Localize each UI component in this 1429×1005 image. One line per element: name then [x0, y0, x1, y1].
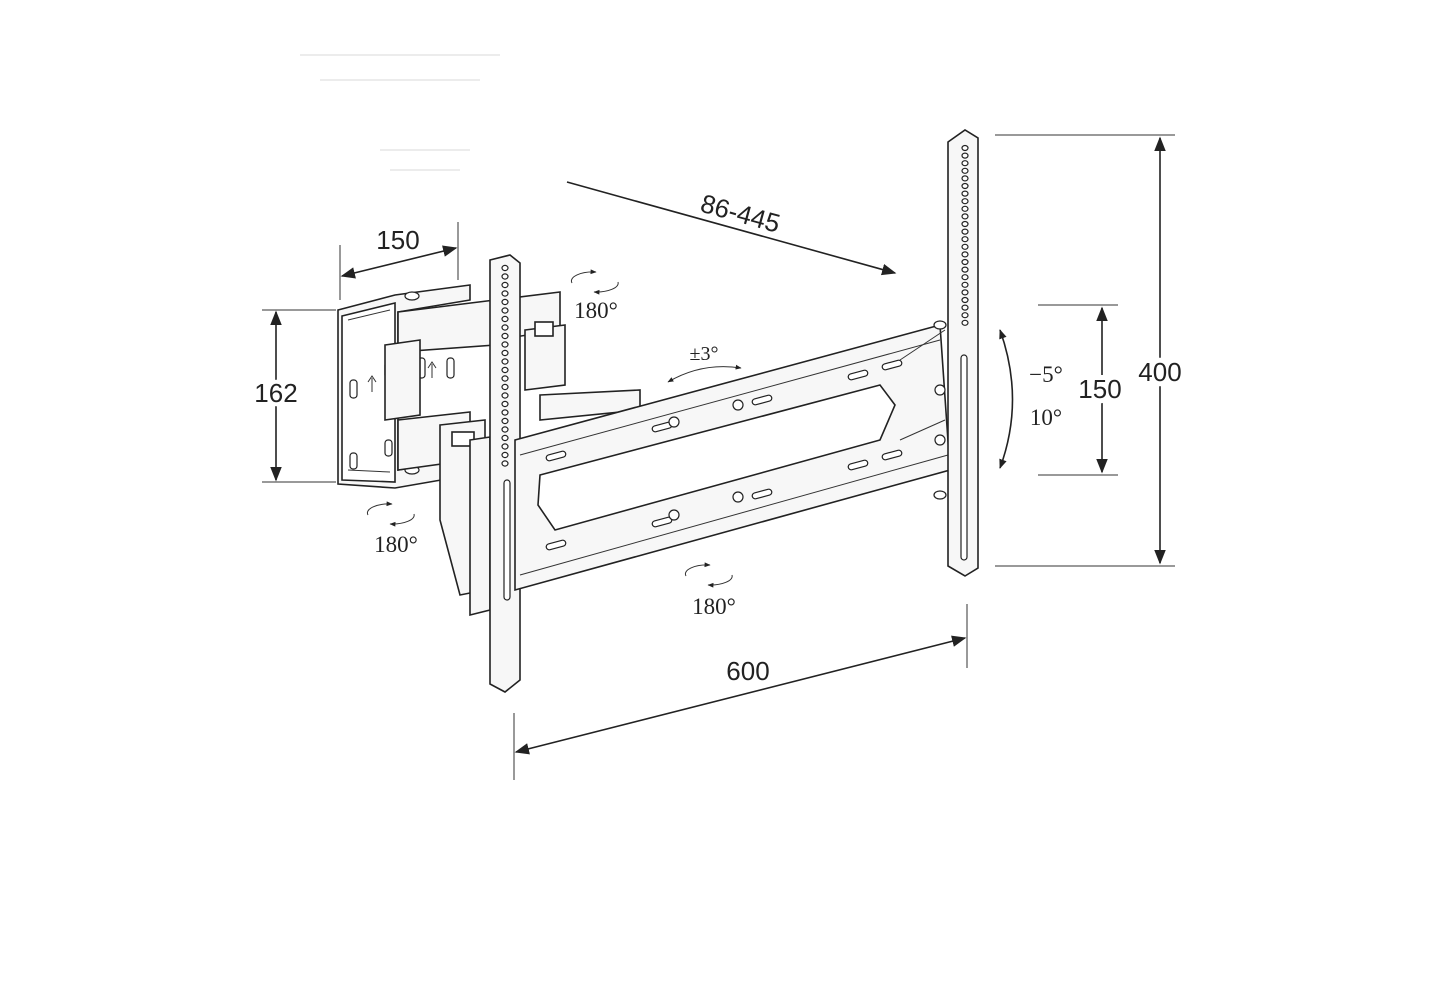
rotation-indicator-plate: 180°	[684, 562, 736, 619]
mounting-hole	[961, 319, 969, 326]
level-adjust-indicator: ±3°	[667, 343, 742, 383]
background-ghost	[300, 54, 500, 171]
mounting-hole	[501, 298, 509, 306]
dim-400-height: 400	[995, 134, 1187, 567]
dim-label-600: 600	[726, 656, 769, 686]
mounting-hole	[501, 460, 509, 467]
mounting-hole	[501, 264, 509, 272]
mounting-hole	[501, 417, 509, 425]
mounting-hole	[961, 296, 969, 304]
mounting-hole	[501, 315, 509, 323]
mounting-hole	[961, 289, 969, 296]
rotation-label-bottom: 180°	[374, 532, 418, 557]
dim-600-width: 600	[513, 604, 968, 780]
mounting-hole	[961, 213, 969, 220]
mounting-hole	[501, 281, 509, 289]
up-arrow-icon	[367, 375, 377, 392]
up-arrow-icon	[427, 361, 437, 378]
mounting-hole	[501, 273, 509, 280]
rotation-arrow-icon	[684, 562, 733, 588]
mounting-hole	[961, 182, 969, 190]
mounting-hole	[501, 366, 509, 374]
rotation-arrow-icon	[366, 501, 415, 527]
beam-slot	[881, 449, 903, 461]
mounting-hole	[501, 324, 509, 331]
rotation-arrow-icon	[570, 269, 619, 295]
mounting-hole	[961, 167, 969, 174]
left-vertical-strip	[489, 254, 521, 693]
beam-slot	[847, 459, 869, 471]
dim-label-150-depth: 150	[376, 225, 419, 255]
mounting-hole	[501, 400, 509, 408]
mounting-hole	[961, 144, 969, 152]
mounting-hole	[961, 258, 969, 266]
beam-slot	[545, 450, 567, 462]
mounting-hole	[961, 281, 969, 288]
mounting-hole	[961, 228, 969, 235]
dim-162-height: 162	[250, 309, 336, 483]
mounting-hole	[501, 434, 509, 442]
mounting-hole	[961, 266, 969, 273]
dim-150-depth: 150	[339, 222, 459, 300]
mounting-hole	[501, 349, 509, 357]
mounting-hole	[501, 383, 509, 391]
beam-slot	[545, 539, 567, 551]
mounting-hole	[501, 307, 509, 314]
mounting-hole	[961, 274, 969, 281]
mounting-hole	[501, 358, 509, 365]
tilt-indicator: −5° 10°	[999, 329, 1063, 469]
rotation-label-top: 180°	[574, 298, 618, 323]
dim-label-162: 162	[254, 378, 297, 408]
rotation-indicator-bottom: 180°	[366, 501, 418, 557]
mounting-hole	[961, 236, 969, 243]
mounting-hole	[961, 251, 969, 258]
level-adjust-label: ±3°	[690, 343, 719, 365]
rotation-indicator-top: 180°	[570, 269, 619, 323]
mounting-hole	[961, 190, 969, 197]
mounting-hole	[501, 392, 509, 399]
dim-86-445-extension: 86-445	[566, 181, 897, 276]
mounting-hole	[501, 426, 509, 433]
mounting-hole	[961, 198, 969, 205]
rotation-arrow-icon	[667, 364, 742, 383]
mounting-hole	[961, 175, 969, 182]
mounting-hole	[501, 375, 509, 382]
tilt-up-label: −5°	[1029, 362, 1063, 387]
mounting-hole	[961, 304, 969, 311]
beam-slot	[751, 394, 773, 406]
tilt-down-label: 10°	[1030, 405, 1062, 430]
mounting-hole	[961, 220, 969, 228]
mounting-hole	[501, 443, 509, 450]
rotation-label-plate: 180°	[692, 594, 736, 619]
mounting-hole	[501, 290, 509, 297]
mounting-hole	[961, 243, 969, 250]
mounting-hole	[501, 451, 509, 459]
mounting-hole	[501, 409, 509, 416]
dim-150-spacing: 150	[1038, 304, 1127, 476]
beam-slot	[847, 369, 869, 381]
left-strip-holes	[501, 264, 509, 467]
tv-cross-beam	[514, 320, 951, 592]
beam-slot	[751, 488, 773, 500]
tilt-arrow-icon	[999, 329, 1014, 469]
mounting-hole	[501, 341, 509, 348]
dim-label-86-445: 86-445	[697, 188, 783, 239]
dim-label-400: 400	[1138, 357, 1181, 387]
right-vertical-strip	[947, 129, 979, 577]
beam-slot	[881, 359, 903, 371]
extension-arm	[439, 291, 641, 617]
mounting-hole	[961, 205, 969, 212]
mounting-hole	[961, 160, 969, 167]
mounting-hole	[961, 152, 969, 159]
mounting-hole	[961, 312, 969, 319]
mounting-hole	[501, 332, 509, 340]
dim-label-150-spacing: 150	[1078, 374, 1121, 404]
